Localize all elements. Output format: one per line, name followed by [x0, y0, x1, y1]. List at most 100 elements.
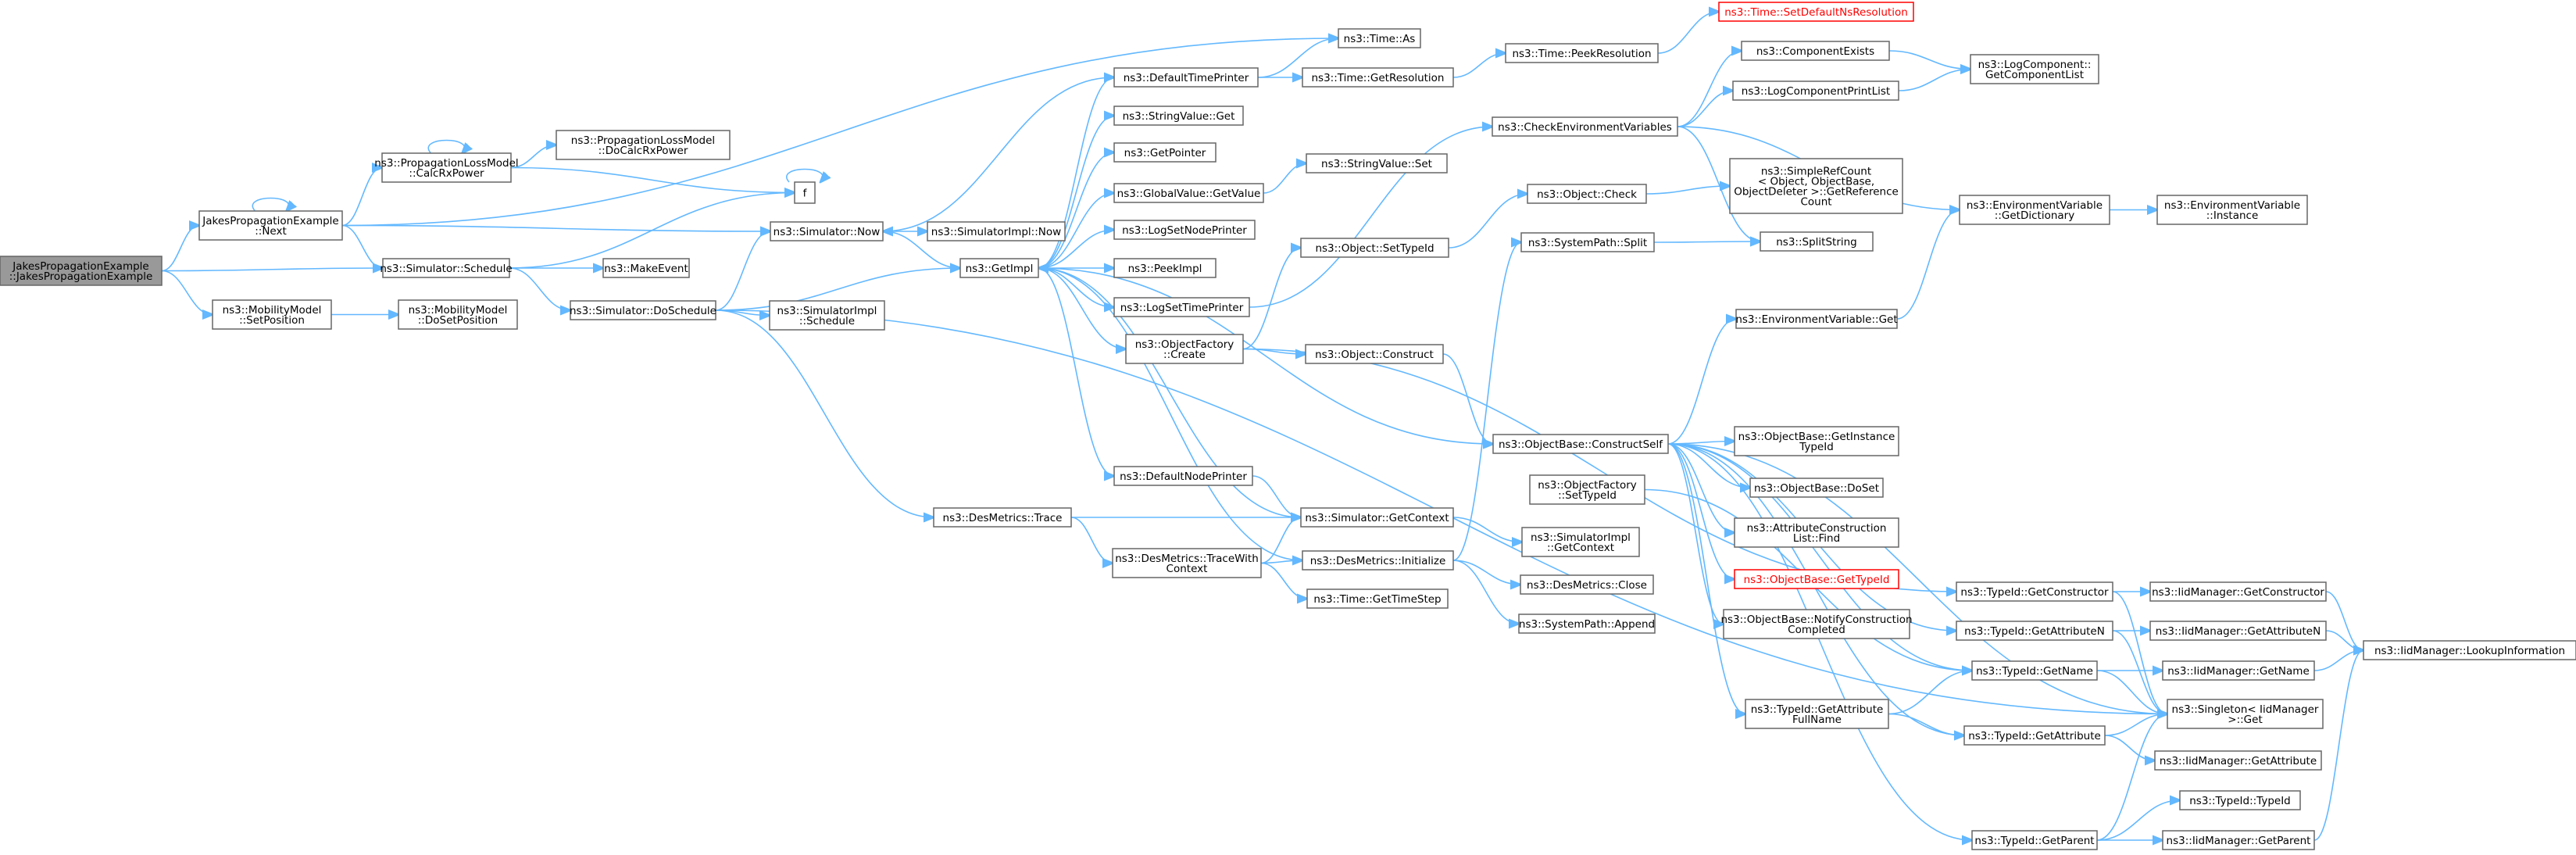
- node-sim-schedule[interactable]: ns3::Simulator::Schedule: [380, 258, 513, 278]
- node-object-settypeid[interactable]: ns3::Object::SetTypeId: [1300, 238, 1449, 258]
- node-default-node-printer[interactable]: ns3::DefaultNodePrinter: [1113, 466, 1253, 486]
- node-typeid-getattributen[interactable]: ns3::TypeId::GetAttributeN: [1956, 621, 2113, 641]
- node-typeid-getattribute[interactable]: ns3::TypeId::GetAttribute: [1963, 725, 2106, 746]
- node-logsettimeprinter[interactable]: ns3::LogSetTimePrinter: [1113, 297, 1250, 317]
- node-simimpl-getcontext[interactable]: ns3::SimulatorImpl::GetContext: [1521, 527, 1640, 557]
- node-stringvalue-get[interactable]: ns3::StringValue::Get: [1113, 106, 1244, 126]
- call-edge: [715, 309, 934, 517]
- node-desm-initialize[interactable]: ns3::DesMetrics::Initialize: [1302, 550, 1454, 571]
- node-label: ns3::PeekImpl: [1128, 263, 1202, 275]
- node-box: [2363, 640, 2576, 660]
- node-getimpl[interactable]: ns3::GetImpl: [959, 258, 1039, 278]
- node-time-as[interactable]: ns3::Time::As: [1338, 28, 1421, 48]
- node-iidm-getname[interactable]: ns3::IidManager::GetName: [2162, 660, 2315, 681]
- node-default-time-printer[interactable]: ns3::DefaultTimePrinter: [1113, 67, 1259, 88]
- node-box: [1113, 258, 1217, 278]
- call-edge: [1038, 193, 1114, 269]
- node-typeid-getparent[interactable]: ns3::TypeId::GetParent: [1971, 830, 2098, 850]
- node-globalvalue-getvalue[interactable]: ns3::GlobalValue::GetValue: [1113, 183, 1264, 203]
- node-stringvalue-set[interactable]: ns3::StringValue::Set: [1306, 153, 1448, 174]
- node-box: [1959, 195, 2110, 225]
- node-simimpl-schedule[interactable]: ns3::SimulatorImpl::Schedule: [769, 300, 885, 331]
- call-edge: [2104, 714, 2167, 736]
- node-sim-now[interactable]: ns3::Simulator::Now: [770, 221, 884, 241]
- node-objfactory-settypeid[interactable]: ns3::ObjectFactory::SetTypeId: [1529, 474, 1645, 505]
- node-iidm-getconstructor[interactable]: ns3::IidManager::GetConstructor: [2149, 581, 2327, 602]
- node-box: [1970, 54, 2099, 84]
- node-getpointer[interactable]: ns3::GetPointer: [1113, 142, 1217, 163]
- node-plm-docalc[interactable]: ns3::PropagationLossModel::DoCalcRxPower: [556, 130, 731, 160]
- node-peekimpl[interactable]: ns3::PeekImpl: [1113, 258, 1217, 278]
- node-object-check[interactable]: ns3::Object::Check: [1527, 184, 1647, 204]
- node-box: [770, 221, 884, 241]
- call-edge: [1452, 242, 1521, 561]
- node-sim-getcontext[interactable]: ns3::Simulator::GetContext: [1300, 507, 1454, 528]
- node-label: Completed: [1788, 624, 1845, 636]
- node-splitstring[interactable]: ns3::SplitString: [1760, 231, 1874, 252]
- node-envvar-get[interactable]: ns3::EnvironmentVariable::Get: [1735, 309, 1898, 329]
- node-time-setdefaultns[interactable]: ns3::Time::SetDefaultNsResolution: [1718, 2, 1914, 22]
- node-jpe-next[interactable]: JakesPropagationExample::Next: [198, 210, 343, 241]
- node-plm-calc[interactable]: ns3::PropagationLossModel::CalcRxPower: [374, 152, 519, 183]
- node-iidm-getparent[interactable]: ns3::IidManager::GetParent: [2162, 830, 2315, 850]
- node-label: ::GetDictionary: [1995, 209, 2074, 222]
- node-logcomponent-printlist[interactable]: ns3::LogComponentPrintList: [1732, 80, 1899, 101]
- node-component-exists[interactable]: ns3::ComponentExists: [1741, 41, 1890, 61]
- node-envvar-getdict[interactable]: ns3::EnvironmentVariable::GetDictionary: [1959, 195, 2110, 225]
- call-edge: [1249, 127, 1492, 308]
- node-label: ns3::ObjectBase::GetInstance: [1738, 431, 1895, 443]
- node-object-construct[interactable]: ns3::Object::Construct: [1305, 344, 1444, 364]
- node-label: ns3::Object::SetTypeId: [1315, 242, 1434, 255]
- node-label: ns3::Time::GetTimeStep: [1313, 593, 1441, 606]
- node-time-gettimestep[interactable]: ns3::Time::GetTimeStep: [1306, 588, 1449, 609]
- node-objbase-gettypeid[interactable]: ns3::ObjectBase::GetTypeId: [1734, 569, 1899, 589]
- node-sim-doschedule[interactable]: ns3::Simulator::DoSchedule: [570, 300, 716, 320]
- node-root[interactable]: JakesPropagationExample::JakesPropagatio…: [0, 256, 163, 286]
- node-objbase-notify[interactable]: ns3::ObjectBase::NotifyConstructionCompl…: [1720, 609, 1913, 639]
- node-typeid-getconstructor[interactable]: ns3::TypeId::GetConstructor: [1956, 581, 2113, 602]
- call-edge: [510, 166, 795, 193]
- node-iidm-lookupinfo[interactable]: ns3::IidManager::LookupInformation: [2363, 640, 2576, 660]
- node-time-getres[interactable]: ns3::Time::GetResolution: [1302, 67, 1454, 88]
- node-label: ns3::TypeId::GetName: [1976, 665, 2093, 678]
- node-envvar-instance[interactable]: ns3::EnvironmentVariable::Instance: [2156, 195, 2308, 225]
- node-logsetnodeprinter[interactable]: ns3::LogSetNodePrinter: [1113, 220, 1256, 240]
- call-edge: [1452, 53, 1506, 78]
- node-mob-setpos[interactable]: ns3::MobilityModel::SetPosition: [212, 299, 332, 330]
- node-box: [1956, 581, 2113, 602]
- node-simplerefcount[interactable]: ns3::SimpleRefCount< Object, ObjectBase,…: [1729, 158, 1903, 214]
- node-desm-trace[interactable]: ns3::DesMetrics::Trace: [933, 507, 1072, 528]
- call-edge: [341, 38, 1338, 227]
- node-label: ns3::EnvironmentVariable::Get: [1735, 313, 1897, 326]
- node-make-event[interactable]: ns3::MakeEvent: [602, 258, 690, 278]
- node-systempath-split[interactable]: ns3::SystemPath::Split: [1520, 232, 1655, 252]
- node-objbase-doset[interactable]: ns3::ObjectBase::DoSet: [1749, 478, 1884, 498]
- node-box: [1492, 116, 1678, 137]
- node-typeid-getname[interactable]: ns3::TypeId::GetName: [1971, 660, 2098, 681]
- node-iidm-getattributen[interactable]: ns3::IidManager::GetAttributeN: [2149, 621, 2327, 641]
- node-systempath-append[interactable]: ns3::SystemPath::Append: [1518, 614, 1656, 634]
- node-time-peekres[interactable]: ns3::Time::PeekResolution: [1505, 43, 1659, 63]
- node-logcomponent-getlist[interactable]: ns3::LogComponent::GetComponentList: [1970, 54, 2099, 84]
- node-label: JakesPropagationExample: [202, 215, 338, 227]
- node-check-env[interactable]: ns3::CheckEnvironmentVariables: [1492, 116, 1678, 137]
- call-edges: [161, 12, 2363, 840]
- node-label: ns3::DesMetrics::Trace: [943, 512, 1063, 524]
- node-singleton-get[interactable]: ns3::Singleton< IidManager>::Get: [2167, 699, 2324, 729]
- node-objbase-constructself[interactable]: ns3::ObjectBase::ConstructSelf: [1492, 434, 1669, 454]
- node-desm-close[interactable]: ns3::DesMetrics::Close: [1520, 574, 1654, 595]
- node-f[interactable]: f: [794, 181, 816, 204]
- node-mob-dosetpos[interactable]: ns3::MobilityModel::DoSetPosition: [398, 299, 518, 330]
- node-typeid-typeid[interactable]: ns3::TypeId::TypeId: [2179, 790, 2301, 810]
- node-objfactory-create[interactable]: ns3::ObjectFactory::Create: [1125, 334, 1244, 364]
- node-iidm-getattribute[interactable]: ns3::IidManager::GetAttribute: [2154, 750, 2322, 771]
- call-edge: [1667, 443, 1745, 714]
- node-box: [2167, 699, 2324, 729]
- node-simimpl-now[interactable]: ns3::SimulatorImpl::Now: [927, 221, 1066, 241]
- node-label: ns3::SplitString: [1776, 236, 1857, 249]
